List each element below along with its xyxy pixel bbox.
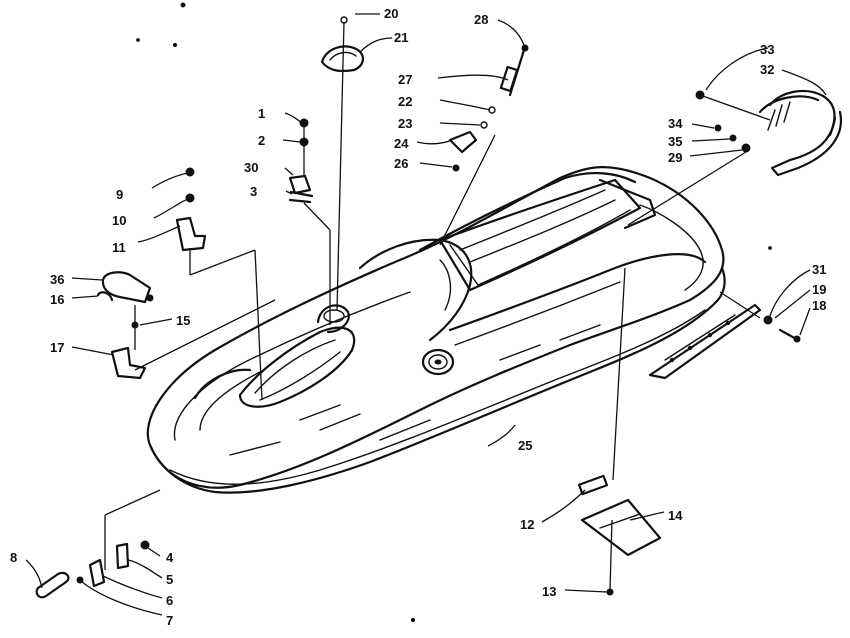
callout-36: 36 — [50, 272, 64, 287]
callout-27: 27 — [398, 72, 412, 87]
callout-31: 31 — [812, 262, 826, 277]
callout-11: 11 — [112, 240, 126, 255]
callout-10: 10 — [112, 213, 126, 228]
callout-leaders — [25, 13, 827, 616]
hinge-hardware — [288, 118, 331, 325]
callout-2: 2 — [258, 133, 265, 148]
callout-4: 4 — [166, 550, 174, 565]
callout-8: 8 — [10, 550, 17, 565]
callout-9: 9 — [116, 187, 123, 202]
callout-6: 6 — [166, 593, 173, 608]
callout-28: 28 — [474, 12, 488, 27]
hull-body — [146, 166, 726, 494]
grab-handle — [627, 89, 843, 226]
underside-bracket — [577, 267, 662, 596]
callout-32: 32 — [760, 62, 774, 77]
callout-15: 15 — [176, 313, 190, 328]
rear-strap-plate — [648, 291, 801, 380]
callout-12: 12 — [520, 517, 534, 532]
callout-5: 5 — [166, 572, 173, 587]
callout-7: 7 — [166, 613, 173, 628]
callout-33: 33 — [760, 42, 774, 57]
callout-13: 13 — [542, 584, 556, 599]
callout-34: 34 — [668, 116, 683, 131]
callout-26: 26 — [394, 156, 408, 171]
callout-23: 23 — [398, 116, 412, 131]
callout-35: 35 — [668, 134, 682, 149]
callout-22: 22 — [398, 94, 412, 109]
callout-18: 18 — [812, 298, 826, 313]
callout-17: 17 — [50, 340, 64, 355]
callout-21: 21 — [394, 30, 408, 45]
callout-16: 16 — [50, 292, 64, 307]
callout-labels: 1 2 3 4 5 6 7 8 9 10 11 12 13 14 15 16 1… — [10, 6, 826, 628]
callout-24: 24 — [394, 136, 409, 151]
latch-assembly — [96, 167, 276, 401]
callout-3: 3 — [250, 184, 257, 199]
callout-20: 20 — [384, 6, 398, 21]
callout-29: 29 — [668, 150, 682, 165]
bow-eye-hardware — [35, 489, 161, 599]
callout-25: 25 — [518, 438, 532, 453]
callout-1: 1 — [258, 106, 265, 121]
callout-30: 30 — [244, 160, 258, 175]
callout-19: 19 — [812, 282, 826, 297]
scan-specks — [136, 2, 772, 623]
upper-bolt-assembly — [439, 44, 529, 246]
callout-14: 14 — [668, 508, 683, 523]
steering-column — [320, 16, 364, 311]
